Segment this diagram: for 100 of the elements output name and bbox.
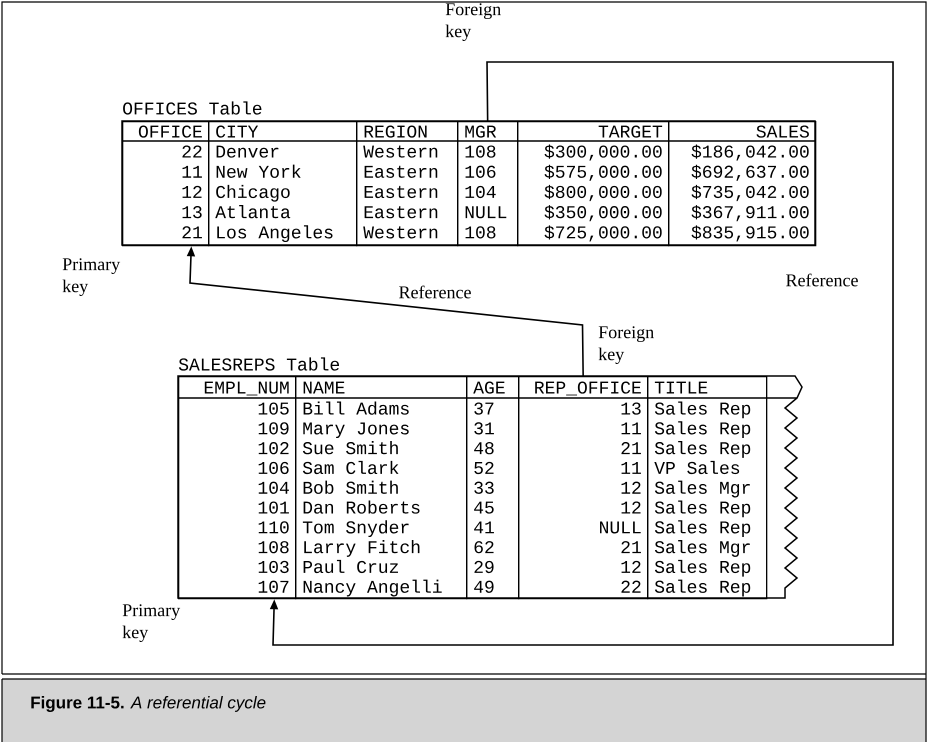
cell-value: $350,000.00 bbox=[544, 205, 662, 222]
cell-value: 109 bbox=[258, 422, 289, 434]
column-header: NAME bbox=[304, 382, 344, 394]
cell-value: 12 bbox=[622, 560, 641, 573]
column-header: TITLE bbox=[654, 382, 708, 394]
cell-value: NULL bbox=[466, 206, 506, 218]
cell-value: $367,911.00 bbox=[692, 205, 809, 222]
column-header: MGR bbox=[465, 125, 496, 138]
cell-value: Western bbox=[363, 146, 438, 158]
cell-value: Paul Cruz bbox=[304, 560, 398, 574]
column-header: OFFICE bbox=[138, 125, 202, 138]
cell-value: Larry Fitch bbox=[304, 540, 420, 557]
cell-value: Sales Rep bbox=[654, 401, 750, 418]
cell-value: 105 bbox=[258, 402, 289, 415]
cell-value: Sue Smith bbox=[302, 441, 398, 454]
cell-value: $186,042.00 bbox=[692, 144, 809, 161]
column-header: REP_OFFICE bbox=[535, 381, 641, 396]
cell-value: $800,000.00 bbox=[544, 184, 662, 202]
cell-value: 13 bbox=[622, 402, 641, 415]
cell-value: Los Angeles bbox=[217, 225, 333, 242]
cell-value: Chicago bbox=[216, 184, 290, 202]
cell-value: $835,915.00 bbox=[692, 225, 809, 242]
cell-value: Mary Jones bbox=[303, 422, 409, 438]
cell-value: 45 bbox=[474, 502, 494, 514]
cell-value: Sales Rep bbox=[654, 421, 750, 438]
column-header: CITY bbox=[216, 125, 258, 138]
cell-value: 21 bbox=[182, 226, 202, 238]
table-column bbox=[668, 121, 816, 246]
cell-value: 21 bbox=[621, 442, 641, 454]
column-header: SALES bbox=[756, 125, 809, 138]
table-column bbox=[208, 121, 358, 246]
table-column bbox=[295, 376, 468, 600]
cell-value: 29 bbox=[474, 560, 494, 574]
cell-value: $692,637.00 bbox=[692, 164, 809, 181]
cell-value: 41 bbox=[474, 521, 494, 534]
cell-value: 33 bbox=[474, 482, 494, 494]
cell-value: 22 bbox=[182, 145, 202, 158]
key-label: Foreign key bbox=[446, 3, 501, 41]
column-header: TARGET bbox=[598, 125, 662, 138]
table-heading: OFFICES Table bbox=[123, 101, 262, 115]
cell-value: Sales Rep bbox=[654, 560, 750, 577]
cell-value: 12 bbox=[622, 482, 641, 494]
cell-value: 48 bbox=[474, 442, 494, 454]
cell-value: 102 bbox=[258, 442, 289, 454]
cell-value: $300,000.00 bbox=[544, 144, 662, 161]
column-header: AGE bbox=[473, 381, 505, 394]
cell-value: 108 bbox=[466, 145, 496, 158]
cell-value: Sales Mgr bbox=[654, 540, 750, 557]
key-label: Primary key bbox=[122, 604, 180, 642]
cell-value: Nancy Angelli bbox=[304, 580, 442, 596]
cell-value: VP Sales bbox=[654, 460, 740, 474]
cell-value: Eastern bbox=[364, 166, 438, 178]
cell-value: $575,000.00 bbox=[544, 164, 662, 181]
cell-value: Sales Rep bbox=[654, 520, 750, 538]
edge-label: Reference bbox=[784, 272, 860, 288]
cell-value: Sales Mgr bbox=[654, 480, 750, 498]
cell-value: 106 bbox=[258, 462, 289, 474]
arrow bbox=[270, 61, 894, 646]
table-heading: SALESREPS Table bbox=[178, 357, 340, 371]
cell-value: 107 bbox=[258, 580, 288, 593]
cell-value: 62 bbox=[474, 541, 494, 554]
column-header: EMPL_NUM bbox=[204, 382, 289, 396]
table-column bbox=[356, 121, 458, 246]
cell-value: 108 bbox=[258, 541, 289, 554]
cell-value: Eastern bbox=[364, 206, 438, 218]
cell-value: Sales Rep bbox=[654, 500, 750, 518]
cell-value: Tom Snyder bbox=[302, 520, 409, 538]
cell-value: Eastern bbox=[364, 186, 438, 198]
edge-label: Reference bbox=[398, 284, 472, 300]
cell-value: Sales Rep bbox=[654, 580, 750, 596]
cell-value: 22 bbox=[621, 580, 641, 593]
cell-value: Atlanta bbox=[215, 205, 290, 218]
cell-value: 13 bbox=[182, 206, 202, 218]
cell-value: 108 bbox=[466, 226, 496, 238]
cell-value: Bill Adams bbox=[304, 401, 409, 415]
cell-value: $725,000.00 bbox=[544, 225, 662, 242]
table-column bbox=[122, 121, 210, 246]
cell-value: 52 bbox=[474, 462, 494, 474]
cell-value: 49 bbox=[474, 580, 494, 593]
cell-value: 37 bbox=[474, 402, 494, 415]
caption-band: Figure 11-5. A referential cycle bbox=[2, 678, 926, 742]
table-column bbox=[518, 376, 648, 600]
table-column bbox=[178, 376, 296, 600]
cell-value: 104 bbox=[258, 482, 289, 494]
cell-value: 31 bbox=[474, 422, 494, 434]
cell-value: 106 bbox=[466, 166, 496, 178]
cell-value: Bob Smith bbox=[304, 480, 398, 494]
column-header: REGION bbox=[364, 125, 427, 138]
cell-value: New York bbox=[216, 164, 301, 178]
cell-value: 21 bbox=[621, 541, 641, 554]
cell-value: 11 bbox=[182, 166, 202, 178]
cell-value: 11 bbox=[622, 462, 641, 474]
cell-value: Sales Rep bbox=[654, 441, 750, 458]
cell-value: Sam Clark bbox=[302, 460, 398, 474]
cell-value: 12 bbox=[622, 501, 641, 514]
cell-value: 104 bbox=[466, 186, 496, 198]
cell-value: 110 bbox=[258, 521, 289, 534]
table-column bbox=[517, 121, 670, 246]
cell-value: Dan Roberts bbox=[304, 500, 420, 514]
cell-value: 12 bbox=[182, 186, 202, 198]
